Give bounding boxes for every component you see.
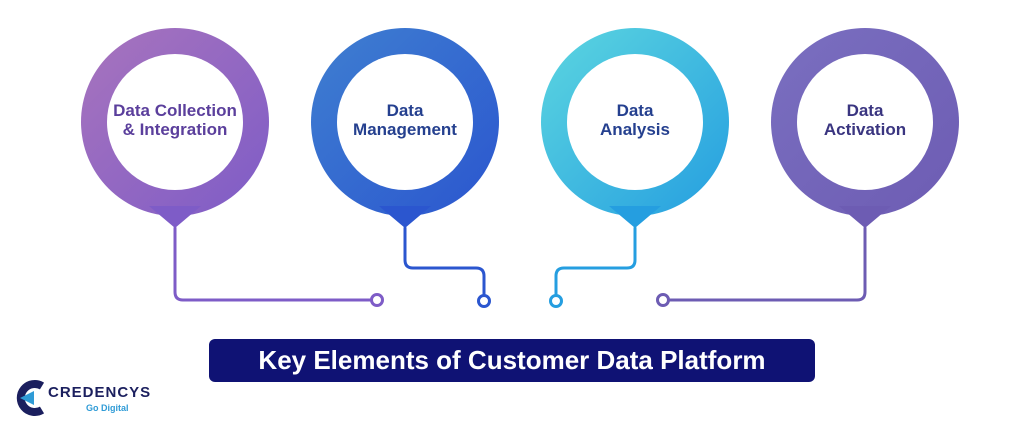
logo-wordmark: CREDENCYS	[48, 384, 152, 401]
title-text: Key Elements of Customer Data Platform	[258, 345, 766, 375]
node-label-2: Data Management	[353, 101, 457, 139]
node-ring-3	[541, 28, 729, 228]
connector-line-4	[668, 226, 867, 302]
connector-end-1	[370, 293, 384, 307]
logo-tagline: Go Digital	[86, 403, 129, 413]
title-banner: Key Elements of Customer Data Platform	[209, 339, 815, 382]
connector-end-2	[477, 294, 491, 308]
node-label-1: Data Collection & Integration	[113, 101, 237, 139]
connector-line-2	[403, 226, 486, 296]
node-ring-4	[771, 28, 959, 228]
node-ring-2	[311, 28, 499, 228]
node-ring-1	[81, 28, 269, 228]
elements-diagram	[81, 28, 959, 308]
connector-end-3	[549, 294, 563, 308]
connector-end-4	[656, 293, 670, 307]
logo-mark-icon	[16, 380, 45, 416]
node-label-4: Data Activation	[823, 101, 907, 139]
connector-line-3	[554, 226, 637, 296]
connector-line-1	[173, 226, 372, 302]
brand-logo: CREDENCYS Go Digital	[14, 378, 184, 418]
node-label-3: Data Analysis	[600, 101, 670, 139]
